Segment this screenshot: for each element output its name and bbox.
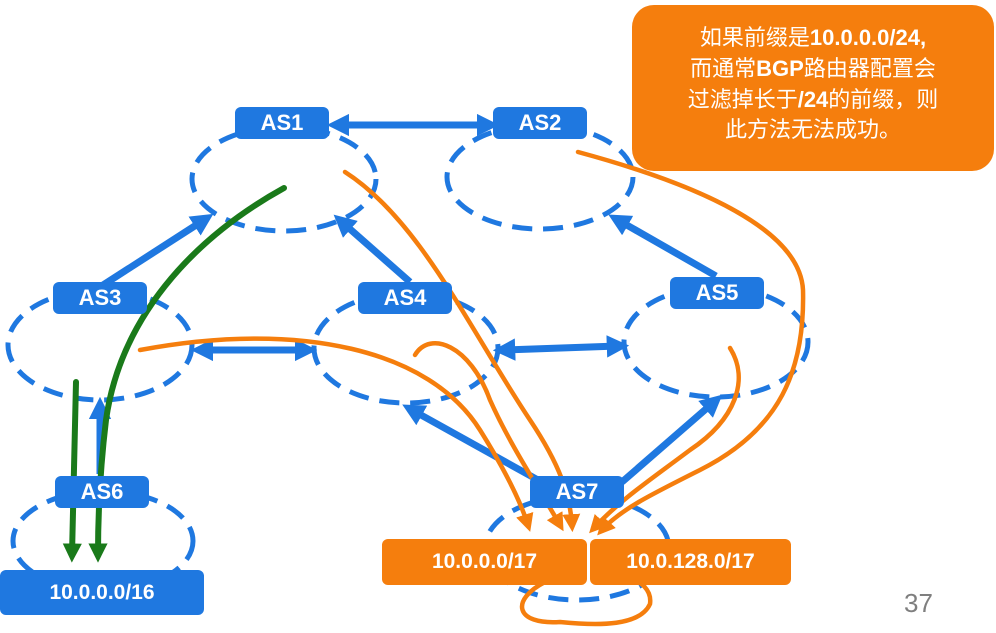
callout-bold-text: BGP (756, 56, 804, 81)
green-path-as3-to-as6 (62, 379, 82, 563)
link-as3-as1 (98, 213, 214, 290)
callout-line-1: 如果前缀是10.0.0.0/24, (644, 23, 982, 54)
as1-label: AS1 (235, 107, 329, 139)
link-as4-as1 (333, 214, 413, 285)
as4-label: AS4 (358, 282, 452, 314)
as7-prefix-low-label: 10.0.0.0/17 (382, 539, 587, 585)
as2-ellipse (444, 122, 636, 232)
link-as4-as5 (492, 335, 630, 361)
as6-prefix-label: 10.0.0.0/16 (0, 570, 204, 615)
as6-label: AS6 (55, 476, 149, 508)
as2-label: AS2 (493, 107, 587, 139)
slide-number: 37 (904, 588, 933, 618)
callout-line-3: 过滤掉长于/24的前缀，则 (644, 85, 982, 116)
link-as7-as4 (402, 404, 540, 484)
callout-text: 过滤掉长于 (687, 88, 798, 113)
as5-label: AS5 (670, 277, 764, 309)
orange-loop-as7 (519, 577, 653, 627)
filter-note-callout: 如果前缀是10.0.0.0/24, 而通常BGP路由器配置会 过滤掉长于/24的… (632, 5, 994, 171)
orange-path-as2-to-as7 (575, 149, 806, 536)
green-path-as1-to-as6 (88, 185, 287, 563)
link-as7-as5 (619, 394, 723, 485)
as7-label: AS7 (530, 476, 624, 508)
link-as5-as2 (608, 214, 718, 280)
as3-label: AS3 (53, 282, 147, 314)
callout-line-2: 而通常BGP路由器配置会 (644, 54, 982, 85)
as7-prefix-high-label: 10.0.128.0/17 (590, 539, 791, 585)
callout-text: 的前缀，则 (828, 88, 939, 113)
callout-text: 而通常 (690, 57, 757, 82)
callout-bold-text: 10.0.0.0/24, (809, 25, 927, 50)
as1-ellipse (189, 124, 379, 234)
callout-text: 如果前缀是 (699, 26, 810, 51)
orange-path-as3-to-as7 (137, 336, 534, 532)
callout-text: 路由器配置会 (803, 57, 936, 82)
callout-bold-text: /24 (797, 87, 829, 112)
callout-line-4: 此方法无法成功。 (724, 118, 901, 143)
